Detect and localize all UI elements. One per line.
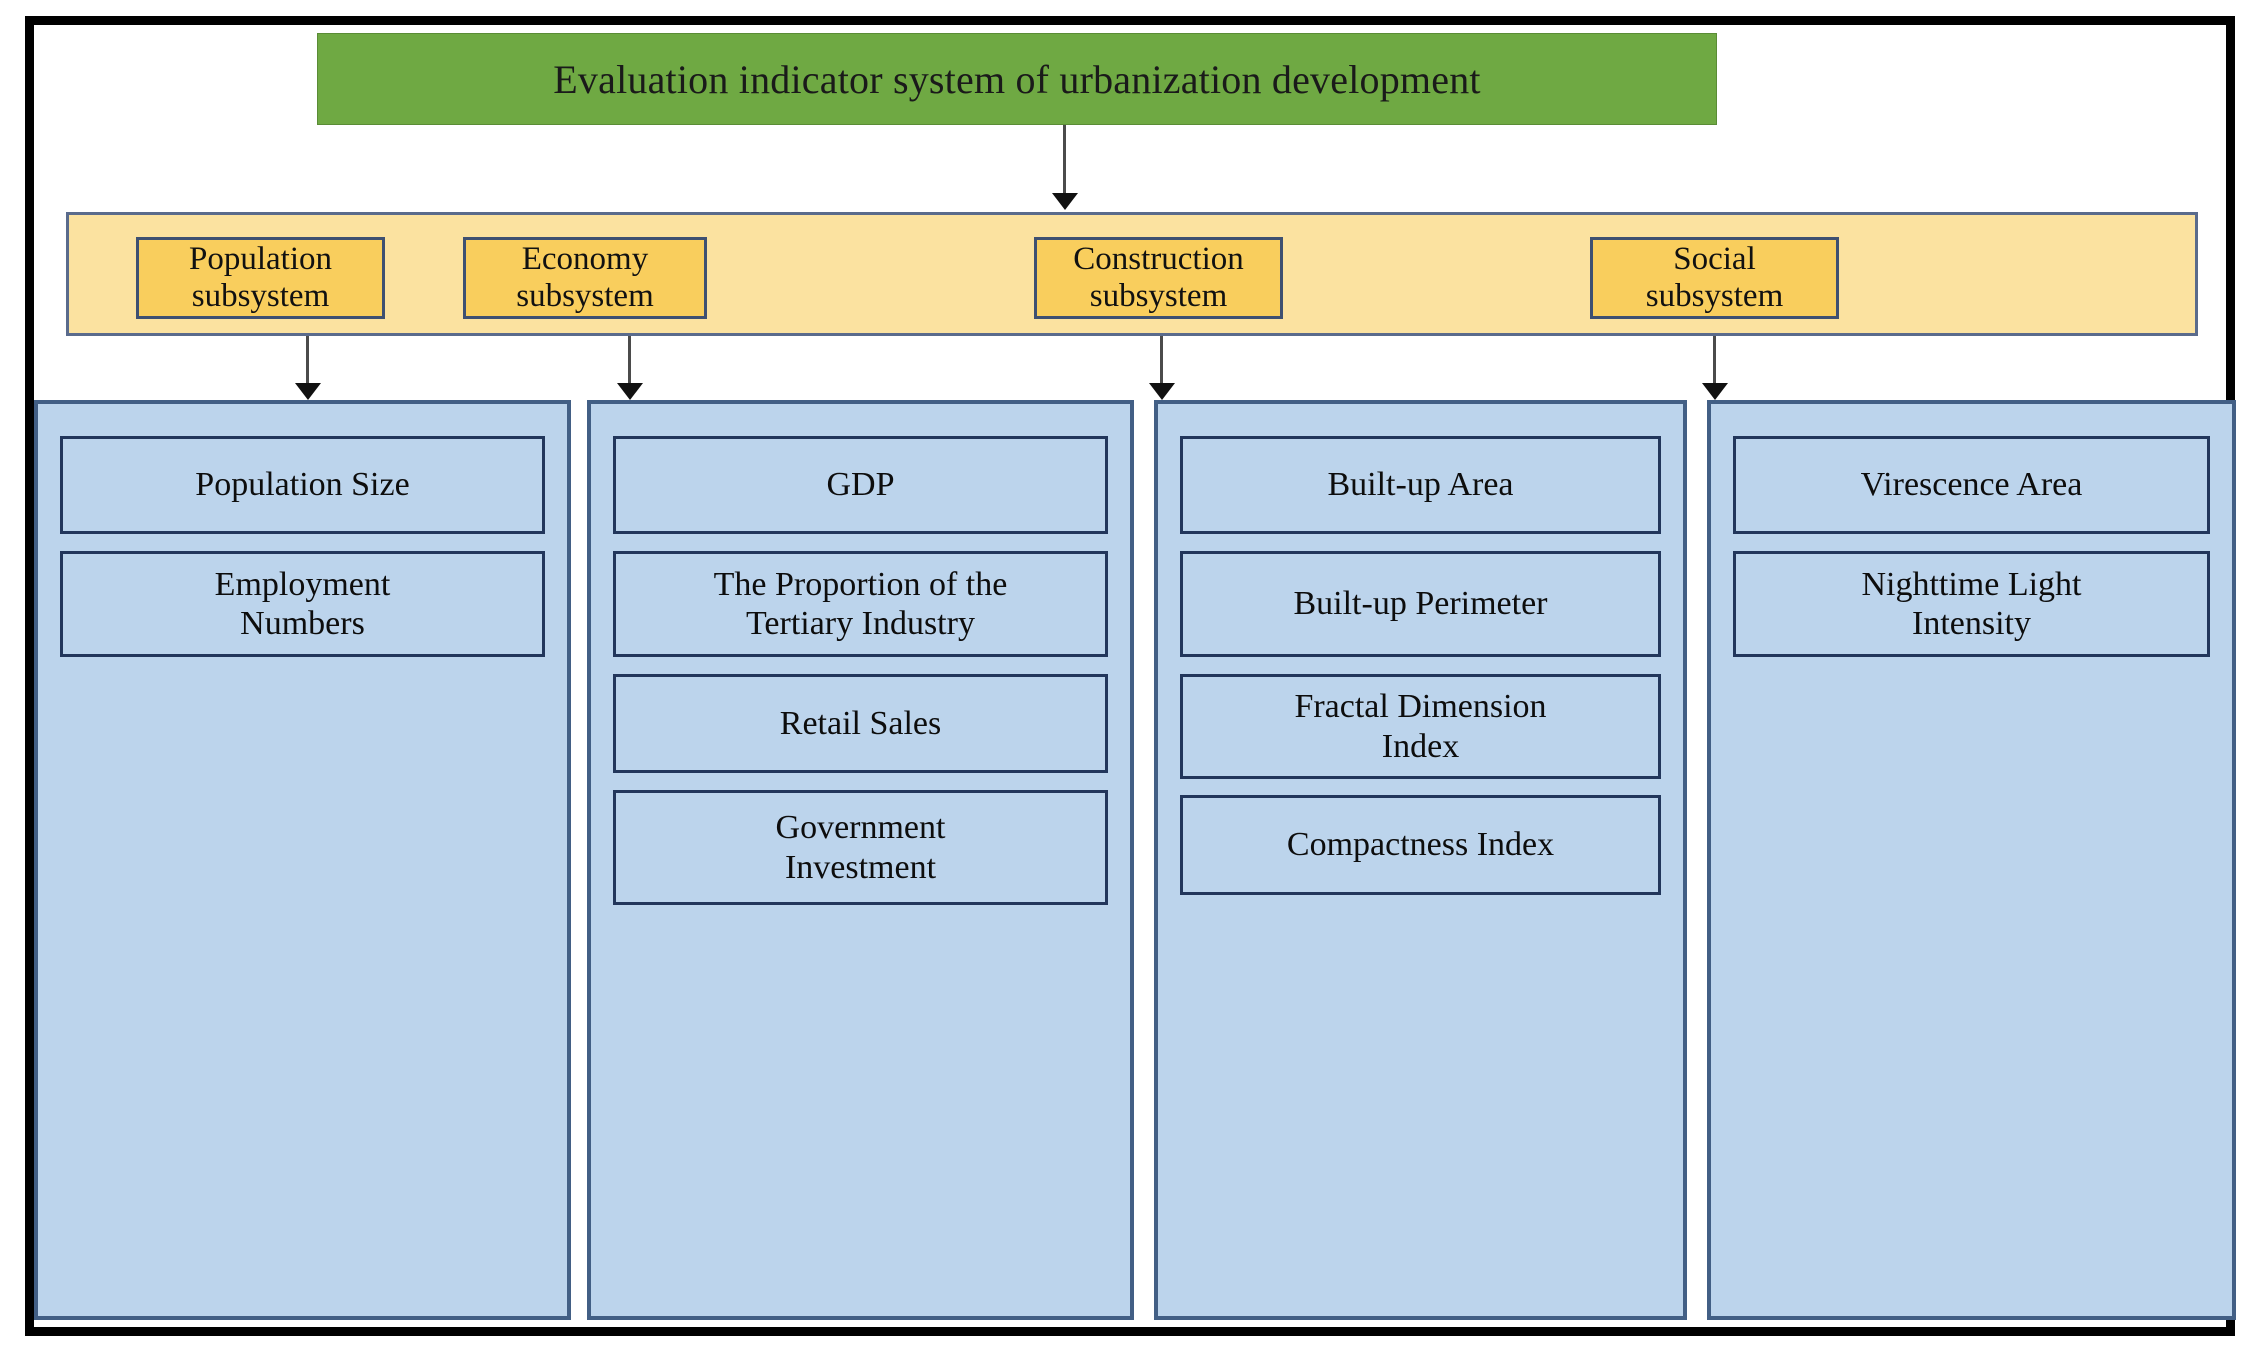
indicator-government-investment[interactable]: Government Investment — [613, 790, 1108, 905]
arrowhead-band-to-economy — [617, 383, 643, 400]
indicator-built-up-area[interactable]: Built-up Area — [1180, 436, 1661, 534]
root-node-evaluation-system: Evaluation indicator system of urbanizat… — [317, 33, 1717, 125]
indicator-label: The Proportion of the Tertiary Industry — [713, 565, 1008, 642]
indicator-label: Population Size — [195, 466, 410, 504]
indicator-label: Nighttime Light Intensity — [1861, 565, 2082, 642]
arrowhead-root-to-band — [1052, 193, 1078, 210]
indicator-panel-economy: GDP The Proportion of the Tertiary Indus… — [587, 400, 1134, 1320]
subsystem-band: Population subsystem Economy subsystem C… — [66, 212, 2198, 336]
indicator-panel-construction: Built-up Area Built-up Perimeter Fractal… — [1154, 400, 1687, 1320]
indicator-label: Virescence Area — [1860, 466, 2083, 504]
connector-band-to-social — [1713, 336, 1716, 388]
subsystem-box-social[interactable]: Social subsystem — [1590, 237, 1839, 319]
indicator-employment-numbers[interactable]: Employment Numbers — [60, 551, 545, 657]
connector-band-to-population — [306, 336, 309, 388]
connector-root-to-band — [1063, 125, 1066, 195]
indicator-panel-social: Virescence Area Nighttime Light Intensit… — [1707, 400, 2236, 1320]
indicator-compactness-index[interactable]: Compactness Index — [1180, 795, 1661, 895]
indicator-label: Government Investment — [775, 809, 946, 886]
indicator-fractal-dimension-index[interactable]: Fractal Dimension Index — [1180, 674, 1661, 779]
indicator-built-up-perimeter[interactable]: Built-up Perimeter — [1180, 551, 1661, 657]
indicator-label: GDP — [826, 466, 895, 504]
indicator-label: Employment Numbers — [214, 565, 391, 642]
subsystem-label-economy: Economy subsystem — [516, 241, 654, 314]
subsystem-box-population[interactable]: Population subsystem — [136, 237, 385, 319]
subsystem-box-construction[interactable]: Construction subsystem — [1034, 237, 1283, 319]
indicator-panel-population: Population Size Employment Numbers — [34, 400, 571, 1320]
subsystem-label-construction: Construction subsystem — [1073, 241, 1244, 314]
arrowhead-band-to-construction — [1149, 383, 1175, 400]
indicator-label: Retail Sales — [779, 704, 942, 742]
indicator-gdp[interactable]: GDP — [613, 436, 1108, 534]
indicator-label: Compactness Index — [1286, 826, 1555, 864]
subsystem-box-economy[interactable]: Economy subsystem — [463, 237, 707, 319]
indicator-label: Fractal Dimension Index — [1294, 688, 1547, 765]
indicator-nighttime-light-intensity[interactable]: Nighttime Light Intensity — [1733, 551, 2210, 657]
indicator-tertiary-industry-proportion[interactable]: The Proportion of the Tertiary Industry — [613, 551, 1108, 657]
arrowhead-band-to-social — [1702, 383, 1728, 400]
indicator-virescence-area[interactable]: Virescence Area — [1733, 436, 2210, 534]
root-node-label: Evaluation indicator system of urbanizat… — [553, 56, 1481, 102]
indicator-retail-sales[interactable]: Retail Sales — [613, 674, 1108, 773]
connector-band-to-construction — [1160, 336, 1163, 388]
diagram-canvas: Evaluation indicator system of urbanizat… — [25, 16, 2236, 1336]
subsystem-label-population: Population subsystem — [188, 241, 332, 314]
connector-band-to-economy — [628, 336, 631, 388]
indicator-label: Built-up Perimeter — [1293, 585, 1548, 623]
indicator-label: Built-up Area — [1327, 466, 1514, 504]
subsystem-label-social: Social subsystem — [1645, 241, 1784, 314]
indicator-population-size[interactable]: Population Size — [60, 436, 545, 534]
arrowhead-band-to-population — [295, 383, 321, 400]
